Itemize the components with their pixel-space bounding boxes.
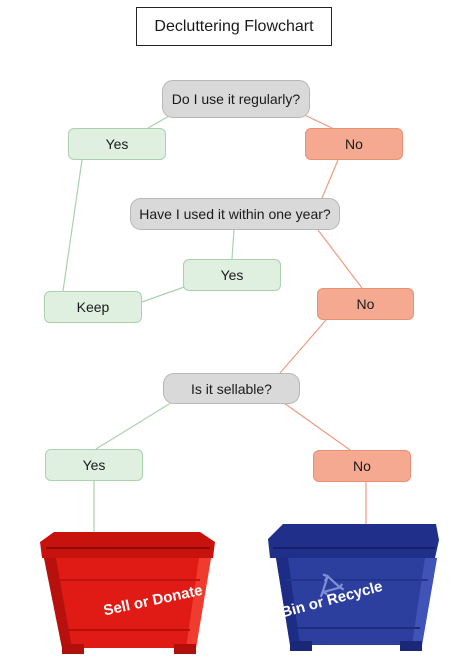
connector-no2-q3 — [279, 319, 327, 374]
connector-no1-q2 — [321, 159, 339, 199]
connector-yes2-keep — [141, 285, 188, 303]
connector-q3-no3 — [283, 402, 351, 451]
decision-use-regularly: Do I use it regularly? — [162, 80, 310, 118]
decision-sellable: Is it sellable? — [163, 373, 300, 404]
answer-no-2: No — [317, 288, 414, 320]
answer-yes-2: Yes — [183, 259, 281, 291]
recycle-icon — [319, 573, 345, 598]
decision-used-within-year: Have I used it within one year? — [130, 198, 340, 230]
answer-no-1: No — [305, 128, 403, 160]
answer-yes-3: Yes — [45, 449, 143, 481]
connector-q2-no2 — [317, 229, 363, 289]
blue-bin-icon: Bin or Recycle — [268, 524, 439, 651]
connector-q3-yes3 — [95, 400, 175, 450]
red-bin-icon: Sell or Donate — [40, 532, 215, 654]
outcome-keep: Keep — [44, 291, 142, 323]
connector-q2-yes2 — [231, 229, 235, 260]
flowchart-title: Decluttering Flowchart — [136, 7, 332, 46]
answer-no-3: No — [313, 450, 411, 482]
connector-yes1-keep — [62, 159, 83, 292]
answer-yes-1: Yes — [68, 128, 166, 160]
